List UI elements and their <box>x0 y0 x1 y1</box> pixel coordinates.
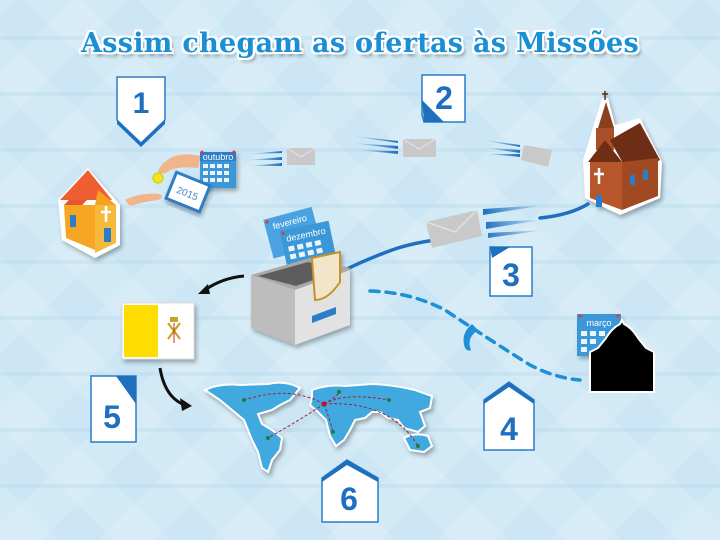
step-number-2: 2 <box>435 80 453 116</box>
step-number-4: 4 <box>500 411 518 447</box>
giving-hands-icon <box>125 154 200 206</box>
step-badge-6: 6 <box>321 459 379 523</box>
calendar-october-icon: outubro <box>200 150 236 188</box>
step-badge-4: 4 <box>483 381 535 451</box>
step-badge-3: 3 <box>489 246 533 297</box>
collection-box-icon <box>251 250 350 345</box>
envelope-flight-1 <box>248 147 316 166</box>
telephone-icon <box>463 324 478 351</box>
world-map-icon <box>202 381 434 474</box>
st-peters-basilica-icon <box>589 317 655 393</box>
step-badge-1: 1 <box>116 76 166 147</box>
arrow-head-icon <box>198 284 210 294</box>
parish-church-icon <box>583 91 662 215</box>
step-number-1: 1 <box>133 87 150 120</box>
step-badge-2: 2 <box>421 74 466 123</box>
home-house-icon <box>58 168 120 258</box>
arrow-box-to-vatican <box>204 274 245 292</box>
calendar-october-label: outubro <box>203 152 234 162</box>
calendar-march-label: março <box>586 318 611 328</box>
envelope-flight-3 <box>482 140 552 167</box>
page-title: Assim chegam as ofertas às Missões <box>80 28 640 59</box>
step-number-3: 3 <box>502 257 520 293</box>
arrow-head-icon <box>180 398 192 411</box>
envelope-flight-4 <box>425 205 545 248</box>
step-number-5: 5 <box>103 399 121 435</box>
vatican-flag-icon <box>121 302 195 360</box>
step-badge-5: 5 <box>90 375 137 443</box>
year-2015-page-icon: 2015 <box>164 170 212 214</box>
envelope-flight-2 <box>352 136 437 157</box>
flow-dashed-line-box-to-vatican <box>368 289 582 382</box>
step-number-6: 6 <box>340 481 358 517</box>
